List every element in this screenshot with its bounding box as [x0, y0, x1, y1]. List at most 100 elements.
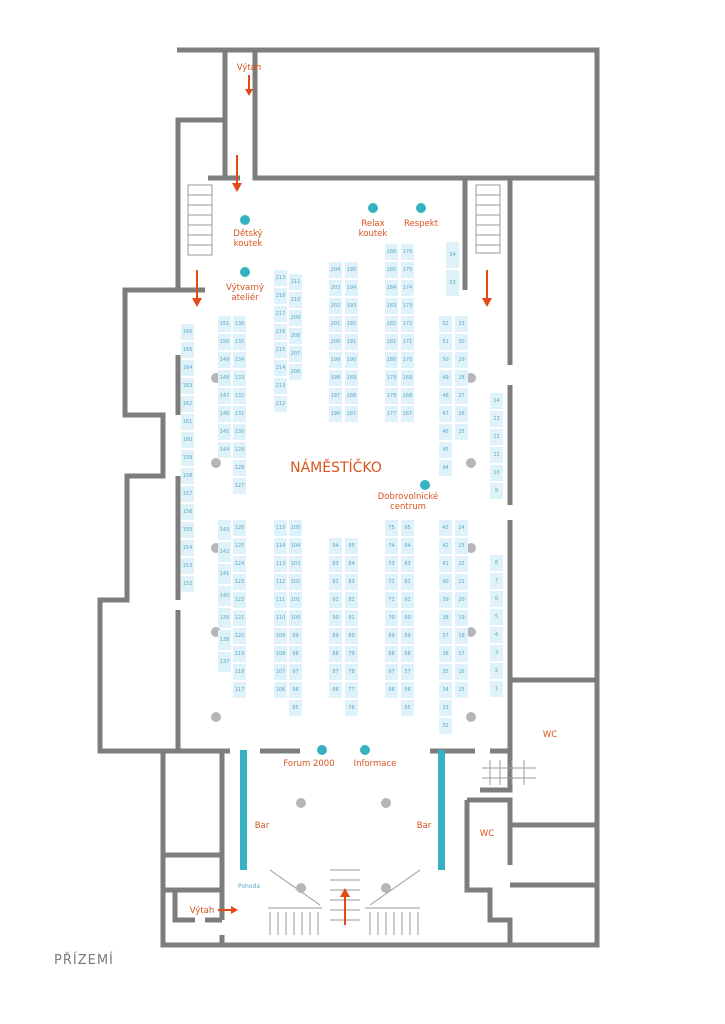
- stand-209[interactable]: 209: [289, 310, 302, 326]
- stand-182[interactable]: 182: [385, 316, 398, 332]
- stand-21[interactable]: 21: [455, 574, 468, 590]
- stand-98[interactable]: 98: [289, 646, 302, 662]
- stand-194[interactable]: 194: [345, 280, 358, 296]
- stand-148[interactable]: 148: [218, 370, 231, 386]
- stand-153[interactable]: 153: [181, 558, 194, 574]
- stand-193[interactable]: 193: [345, 298, 358, 314]
- stand-32[interactable]: 32: [439, 718, 452, 734]
- stand-192[interactable]: 192: [345, 316, 358, 332]
- stand-137[interactable]: 137: [218, 652, 231, 672]
- stand-77[interactable]: 77: [345, 682, 358, 698]
- stand-173[interactable]: 173: [401, 298, 414, 314]
- stand-10[interactable]: 10: [490, 465, 503, 481]
- stand-1[interactable]: 1: [490, 681, 503, 697]
- stand-162[interactable]: 162: [181, 396, 194, 412]
- stand-44[interactable]: 44: [439, 460, 452, 476]
- stand-190[interactable]: 190: [345, 352, 358, 368]
- stand-91[interactable]: 91: [329, 592, 342, 608]
- stand-19[interactable]: 19: [455, 610, 468, 626]
- stand-50[interactable]: 50: [439, 352, 452, 368]
- stand-54[interactable]: 54: [446, 242, 459, 268]
- stand-114[interactable]: 114: [274, 538, 287, 554]
- stand-95[interactable]: 95: [289, 700, 302, 716]
- stand-60[interactable]: 60: [401, 610, 414, 626]
- stand-103[interactable]: 103: [289, 556, 302, 572]
- stand-197[interactable]: 197: [329, 388, 342, 404]
- stand-102[interactable]: 102: [289, 574, 302, 590]
- stand-68[interactable]: 68: [385, 646, 398, 662]
- stand-199[interactable]: 199: [329, 352, 342, 368]
- stand-115[interactable]: 115: [274, 520, 287, 536]
- stand-106[interactable]: 106: [274, 682, 287, 698]
- poi-vytvarny-atelier[interactable]: [240, 267, 250, 277]
- stand-141[interactable]: 141: [218, 564, 231, 584]
- stand-6[interactable]: 6: [490, 591, 503, 607]
- stand-7[interactable]: 7: [490, 573, 503, 589]
- stand-181[interactable]: 181: [385, 334, 398, 350]
- stand-167[interactable]: 167: [401, 406, 414, 422]
- stand-66[interactable]: 66: [385, 682, 398, 698]
- stand-87[interactable]: 87: [329, 664, 342, 680]
- stand-168[interactable]: 168: [401, 388, 414, 404]
- stand-131[interactable]: 131: [233, 406, 246, 422]
- stand-80[interactable]: 80: [345, 628, 358, 644]
- stand-104[interactable]: 104: [289, 538, 302, 554]
- stand-203[interactable]: 203: [329, 280, 342, 296]
- stand-76[interactable]: 76: [345, 700, 358, 716]
- stand-100[interactable]: 100: [289, 610, 302, 626]
- stand-150[interactable]: 150: [218, 334, 231, 350]
- poi-informace[interactable]: [360, 745, 370, 755]
- stand-75[interactable]: 75: [385, 520, 398, 536]
- stand-186[interactable]: 186: [385, 244, 398, 260]
- stand-61[interactable]: 61: [401, 592, 414, 608]
- stand-119[interactable]: 119: [233, 646, 246, 662]
- stand-13[interactable]: 13: [490, 411, 503, 427]
- stand-85[interactable]: 85: [345, 538, 358, 554]
- stand-204[interactable]: 204: [329, 262, 342, 278]
- stand-138[interactable]: 138: [218, 630, 231, 650]
- stand-109[interactable]: 109: [274, 628, 287, 644]
- stand-30[interactable]: 30: [455, 334, 468, 350]
- poi-respekt[interactable]: [416, 203, 426, 213]
- stand-67[interactable]: 67: [385, 664, 398, 680]
- stand-79[interactable]: 79: [345, 646, 358, 662]
- stand-33[interactable]: 33: [455, 316, 468, 332]
- stand-155[interactable]: 155: [181, 522, 194, 538]
- stand-105[interactable]: 105: [289, 520, 302, 536]
- stand-46[interactable]: 46: [439, 424, 452, 440]
- stand-189[interactable]: 189: [345, 370, 358, 386]
- stand-215[interactable]: 215: [274, 342, 287, 358]
- stand-154[interactable]: 154: [181, 540, 194, 556]
- stand-96[interactable]: 96: [289, 682, 302, 698]
- stand-24[interactable]: 24: [455, 520, 468, 536]
- stand-29[interactable]: 29: [455, 352, 468, 368]
- stand-135[interactable]: 135: [233, 334, 246, 350]
- stand-88[interactable]: 88: [329, 646, 342, 662]
- stand-55[interactable]: 55: [401, 700, 414, 716]
- stand-213[interactable]: 213: [274, 378, 287, 394]
- stand-218[interactable]: 218: [274, 288, 287, 304]
- poi-relax-koutek[interactable]: [368, 203, 378, 213]
- stand-5[interactable]: 5: [490, 609, 503, 625]
- poi-dobrovolnicke-centrum[interactable]: [420, 480, 430, 490]
- stand-28[interactable]: 28: [455, 370, 468, 386]
- stand-11[interactable]: 11: [490, 447, 503, 463]
- stand-63[interactable]: 63: [401, 556, 414, 572]
- stand-92[interactable]: 92: [329, 574, 342, 590]
- stand-15[interactable]: 15: [455, 682, 468, 698]
- stand-169[interactable]: 169: [401, 370, 414, 386]
- stand-72[interactable]: 72: [385, 574, 398, 590]
- stand-52[interactable]: 52: [439, 316, 452, 332]
- stand-73[interactable]: 73: [385, 556, 398, 572]
- stand-183[interactable]: 183: [385, 298, 398, 314]
- stand-216[interactable]: 216: [274, 324, 287, 340]
- stand-130[interactable]: 130: [233, 424, 246, 440]
- stand-51[interactable]: 51: [439, 334, 452, 350]
- stand-58[interactable]: 58: [401, 646, 414, 662]
- stand-158[interactable]: 158: [181, 468, 194, 484]
- stand-47[interactable]: 47: [439, 406, 452, 422]
- stand-84[interactable]: 84: [345, 556, 358, 572]
- stand-59[interactable]: 59: [401, 628, 414, 644]
- stand-48[interactable]: 48: [439, 388, 452, 404]
- poi-forum-2000[interactable]: [317, 745, 327, 755]
